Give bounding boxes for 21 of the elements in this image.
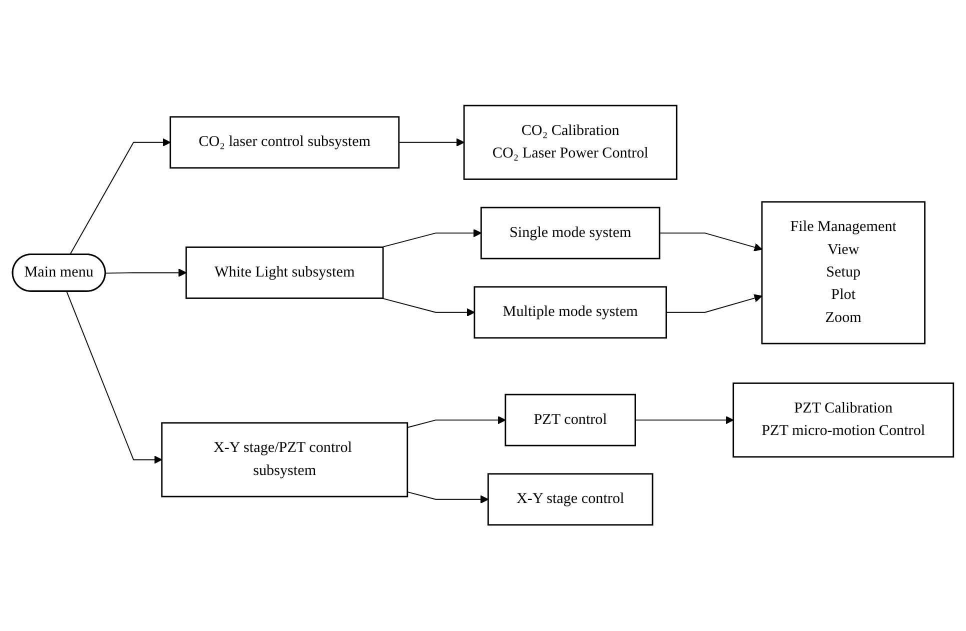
node-box: White Light subsystem <box>186 246 384 300</box>
node-box: Multiple mode system <box>474 286 667 339</box>
node-box: X-Y stage/PZT control subsystem <box>161 422 408 498</box>
arrow <box>105 268 187 278</box>
arrow <box>406 416 506 428</box>
arrow <box>381 298 475 317</box>
node-box: File Management View Setup Plot Zoom <box>761 201 926 345</box>
arrow <box>66 291 162 464</box>
arrow <box>634 416 734 424</box>
arrow <box>406 492 489 504</box>
node-box: X-Y stage control <box>487 473 654 526</box>
arrow <box>659 232 762 252</box>
arrow <box>666 294 762 314</box>
node-box: PZT control <box>504 394 636 447</box>
arrow <box>381 229 482 248</box>
node-box: PZT Calibration PZT micro-motion Control <box>732 382 954 458</box>
arrow <box>398 138 464 147</box>
node-box: CO₂ Calibration CO₂ Laser Power Control <box>463 105 678 180</box>
node-box: CO₂ laser control subsystem <box>170 116 400 169</box>
arrow <box>69 138 171 256</box>
node-box: Single mode system <box>480 207 660 260</box>
